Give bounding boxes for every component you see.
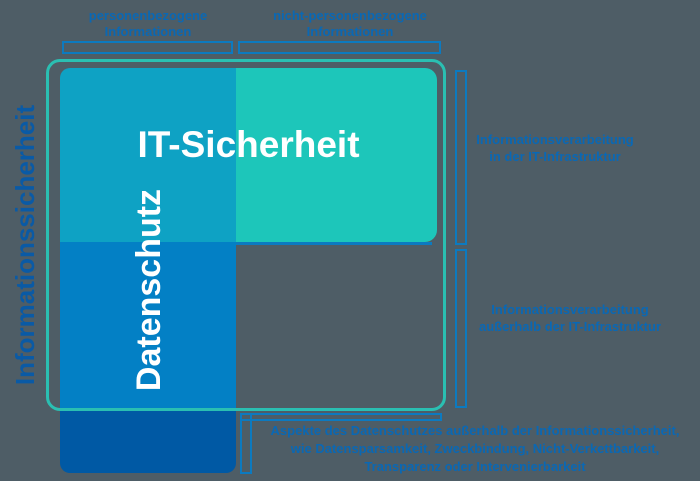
it-sicherheit-label: IT-Sicherheit [137,124,360,165]
informationssicherheit-title: Informationssicherheit [10,104,40,386]
bottom-note: Aspekte des Datenschutzes außerhalb der … [250,422,700,476]
bracket-ausserhalb-it-infrastruktur [455,249,467,408]
right-label-it-infrastruktur-line2: in der IT-Infrastruktur [489,149,621,164]
top-label-nicht-personenbezogene-line1: nicht-personenbezogene [273,8,427,23]
datenschutz-box [60,242,236,411]
bracket-personenbezogene [62,41,233,54]
top-label-personenbezogene-line1: personenbezogene [88,8,208,23]
bottom-note-line3: Transparenz oder Intervenierbarkeit [364,459,586,474]
right-label-ausserhalb-line1: Informationsverarbeitung [491,302,649,317]
bottom-note-line1: Aspekte des Datenschutzes außerhalb der … [270,423,680,438]
it-sicherheit-box [236,68,437,242]
datenschutz-outside-box [60,411,236,473]
top-label-personenbezogene: personenbezogene Informationen [58,8,238,40]
it-boundary-line [236,242,432,245]
bottom-bracket-vertical [240,413,252,474]
bracket-nicht-personenbezogene [238,41,441,54]
datenschutz-label: Datenschutz [130,188,168,392]
top-label-nicht-personenbezogene: nicht-personenbezogene Informationen [250,8,450,40]
right-label-ausserhalb-it-infrastruktur: Informationsverarbeitung außerhalb der I… [455,301,685,335]
informationssicherheit-outline [46,59,446,411]
right-label-it-infrastruktur: Informationsverarbeitung in der IT-Infra… [460,131,650,165]
bottom-bracket-horizontal [240,413,442,421]
top-label-personenbezogene-line2: Informationen [104,24,192,39]
overlap-box [60,68,236,242]
right-label-it-infrastruktur-line1: Informationsverarbeitung [476,132,634,147]
top-label-nicht-personenbezogene-line2: Informationen [306,24,394,39]
bottom-note-line2: wie Datensparsamkeit, Zweckbindung, Nich… [290,441,660,456]
right-label-ausserhalb-line2: außerhalb der IT-Infrastruktur [478,319,662,334]
bracket-it-infrastruktur [455,70,467,245]
